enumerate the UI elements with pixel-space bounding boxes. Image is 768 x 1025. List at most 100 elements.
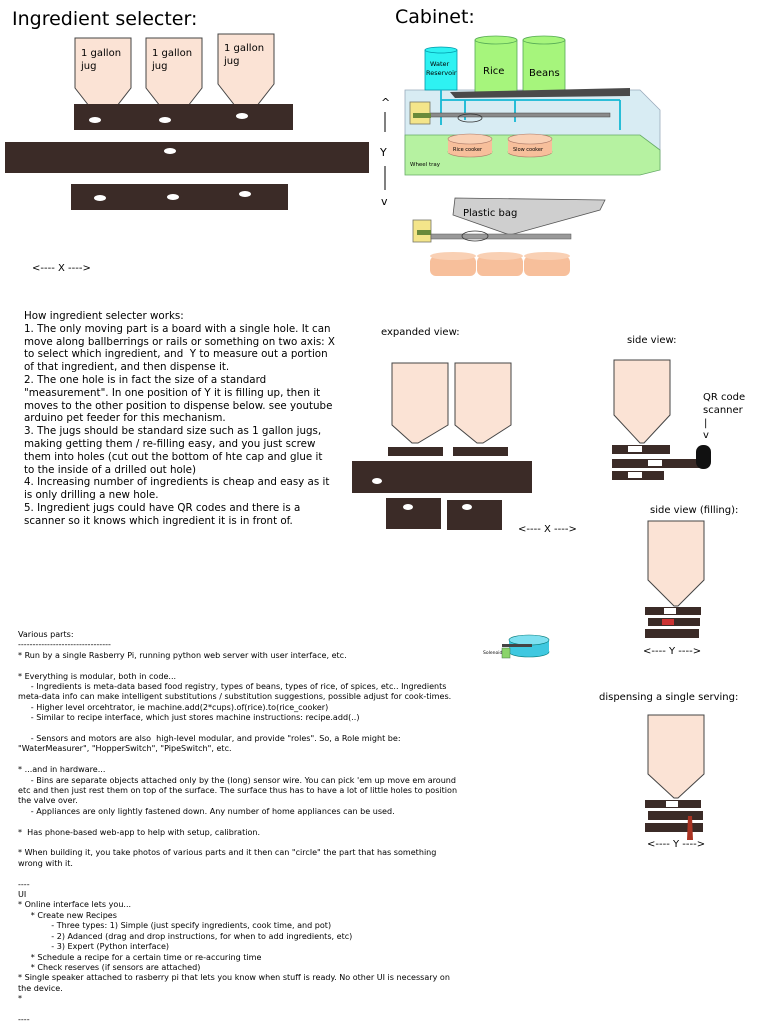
dispensing-jug [647, 714, 705, 799]
dispensing-y-label: <---- Y ----> [647, 839, 706, 850]
side-view-diagram [612, 359, 711, 480]
parts-line-18 [18, 817, 456, 827]
parts-line-37: ---- [18, 1014, 30, 1024]
parts-line-27: * Create new Recipes [18, 910, 117, 920]
bottom-board [71, 184, 288, 210]
filling-jug [647, 520, 705, 607]
parts-line-15: etc and then just rest them on top of th… [18, 786, 458, 796]
filling-view-label: side view (filling): [650, 505, 739, 516]
parts-line-28: - Three types: 1) Simple (just specify i… [18, 921, 332, 931]
parts-line-23 [18, 869, 456, 879]
parts-line-0: Various parts: [18, 630, 74, 639]
sliding-board [5, 142, 369, 173]
parts-line-34: the device. [18, 983, 63, 993]
parts-line-3 [18, 661, 456, 671]
bottom-board-hole-3 [239, 191, 251, 197]
qr-arrow-head: v [703, 430, 709, 441]
parts-line-5: - Ingredients is meta-data based food re… [18, 682, 447, 692]
expanded-bottom-board-left [386, 498, 441, 529]
dispensing-view-label: dispensing a single serving: [599, 692, 739, 703]
expanded-x-label: <---- X ----> [518, 524, 577, 535]
parts-line-19: * Has phone-based web-app to help with s… [18, 827, 261, 837]
dispensing-sliding-board [648, 811, 703, 820]
solenoid-label: Solenoid [483, 650, 502, 656]
parts-line-20 [18, 838, 456, 848]
explanation-line-4: 4. Increasing number of ingredients is c… [24, 476, 333, 502]
parts-line-29: - 2) Adanced (drag and drop instructions… [18, 931, 353, 941]
qr-scanner-icon [696, 445, 711, 469]
slow-cooker: Slow cooker [507, 133, 553, 158]
explanation-line-0: How ingredient selecter works: [24, 310, 184, 322]
jug-1-label-line1: 1 gallon [81, 48, 121, 59]
beans-bin [522, 39, 566, 93]
side-view-label: side view: [627, 335, 677, 346]
parts-line-16: the valve over. [18, 796, 78, 806]
top-board-hole-3 [236, 113, 248, 119]
expanded-jug-1 [391, 362, 449, 444]
side-jug [613, 359, 671, 444]
ingredient-selecter-title: Ingredient selecter: [12, 8, 198, 30]
qr-scanner-label-line1: QR code [703, 392, 746, 403]
parts-line-1: -------------------------------- [18, 640, 111, 650]
expanded-jug-2 [454, 362, 512, 444]
parts-line-32: * Check reserves (if sensors are attache… [18, 962, 201, 972]
parts-line-25: UI [18, 890, 27, 900]
cabinet-diagram: Wheel tray Water Reservoir Rice Beans Ri… [404, 35, 661, 276]
dispensing-view-diagram [645, 714, 705, 840]
explanation-line-3: 3. The jugs should be standard size such… [24, 425, 326, 476]
bag-rail [430, 233, 572, 240]
parts-line-36 [18, 1005, 456, 1015]
parts-line-12 [18, 755, 456, 765]
expanded-top-board-left [388, 447, 443, 456]
y-axis-label: Y [379, 146, 387, 159]
y-axis-up-arrow: ^ [381, 96, 390, 109]
dispensing-bottom-board [645, 823, 703, 832]
dispensed-serving [687, 816, 693, 840]
jug-1-label-line2: jug [80, 61, 96, 72]
funnel-plate [450, 88, 630, 98]
ingredient-selecter-diagram: 1 gallon jug 1 gallon jug 1 gallon jug ^… [5, 33, 390, 274]
jug-2-label-line1: 1 gallon [152, 48, 192, 59]
explanation-line-5: 5. Ingredient jugs could have QR codes a… [24, 501, 304, 527]
solenoid-diagram: Solenoid [483, 634, 550, 659]
explanation-text: How ingredient selecter works: 1. The on… [24, 310, 336, 528]
slow-cooker-label: Slow cooker [513, 147, 544, 153]
parts-line-33: * Single speaker attached to rasberry pi… [18, 973, 450, 983]
parts-line-17: - Appliances are only lightly fastened d… [18, 806, 395, 816]
parts-line-24: ---- [18, 879, 30, 889]
parts-line-8: - Similar to recipe interface, which jus… [18, 713, 360, 723]
water-reservoir-label-line2: Reservoir [426, 69, 457, 77]
sliding-board-hole [164, 148, 176, 154]
rice-bin-label: Rice [483, 66, 504, 77]
expanded-sliding-board [352, 461, 532, 493]
parts-line-21: * When building it, you take photos of v… [18, 848, 437, 858]
y-axis-down-arrow: v [381, 195, 388, 208]
parts-line-14: - Bins are separate objects attached onl… [18, 775, 457, 785]
expanded-top-board-right [453, 447, 508, 456]
bottom-board-hole-1 [94, 195, 106, 201]
rice-bin [474, 39, 518, 93]
top-board-hole-2 [159, 117, 171, 123]
expanded-view-diagram [352, 362, 532, 530]
parts-line-26: * Online interface lets you... [18, 900, 132, 910]
qr-arrow-bar: | [704, 418, 708, 429]
jug-3: 1 gallon jug [217, 33, 275, 117]
top-board [74, 104, 293, 130]
bottom-board-hole-2 [167, 194, 179, 200]
rice-cooker-label: Rice cooker [453, 147, 483, 153]
plastic-bag-label: Plastic bag [463, 208, 517, 219]
parts-line-4: * Everything is modular, both in code... [18, 671, 177, 681]
x-axis-label: <---- X ----> [32, 263, 91, 274]
plastic-bag [452, 197, 606, 236]
rice-cooker: Rice cooker [447, 133, 493, 158]
top-board-hole-1 [89, 117, 101, 123]
parts-line-10: - Sensors and motors are also high-level… [18, 734, 401, 744]
expanded-bottom-board-right [447, 500, 502, 530]
wheel-tray-label: Wheel tray [410, 162, 441, 168]
explanation-line-2: 2. The one hole is in fact the size of a… [24, 373, 336, 425]
filling-view-diagram [645, 520, 705, 638]
filling-bottom-board [645, 629, 699, 638]
qr-scanner-label-line2: scanner [703, 405, 743, 416]
parts-line-7: - Higher level orcehtrator, ie machine.a… [18, 702, 329, 712]
various-parts-text: Various parts: -------------------------… [18, 630, 458, 1025]
